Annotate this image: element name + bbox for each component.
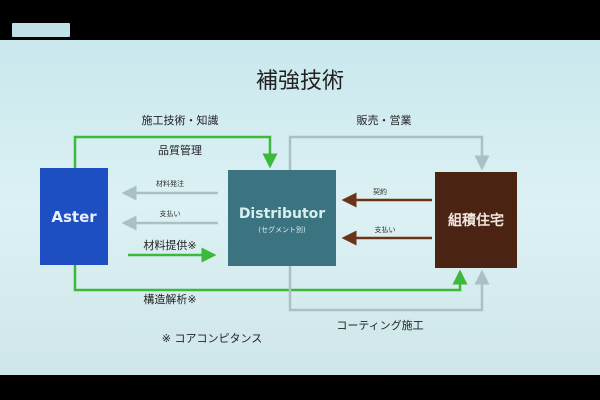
distributor-label: Distributor	[239, 206, 325, 222]
label-payment-to-aster: 支払い	[160, 209, 181, 218]
gray-top-connector	[288, 135, 490, 171]
label-tech-knowledge: 施工技術・知識	[142, 113, 219, 127]
presentation-toolbar[interactable]	[12, 23, 70, 37]
label-coating: コーティング施工	[336, 318, 423, 332]
label-quality-control: 品質管理	[158, 143, 202, 157]
label-contract: 契約	[373, 187, 387, 196]
label-structural-analysis: 構造解析※	[143, 292, 196, 306]
aster-label: Aster	[51, 208, 97, 226]
footnote: ※ コアコンピタンス	[162, 332, 263, 345]
slide-title: 補強技術	[256, 69, 344, 94]
label-material-order: 材料発注	[156, 179, 184, 188]
gray-bottom-connector	[288, 266, 490, 312]
green-bottom-connector	[73, 265, 468, 292]
distributor-box	[228, 170, 336, 266]
distributor-sublabel: (セグメント別)	[258, 225, 306, 234]
green-top-connector	[73, 135, 278, 169]
label-material-supply: 材料提供※	[143, 238, 196, 252]
label-payment-to-distributor: 支払い	[375, 225, 396, 234]
aster-box	[40, 168, 108, 265]
masonry-house-label: 組積住宅	[448, 212, 504, 229]
masonry-house-box	[435, 172, 517, 268]
label-sales: 販売・営業	[357, 113, 412, 127]
